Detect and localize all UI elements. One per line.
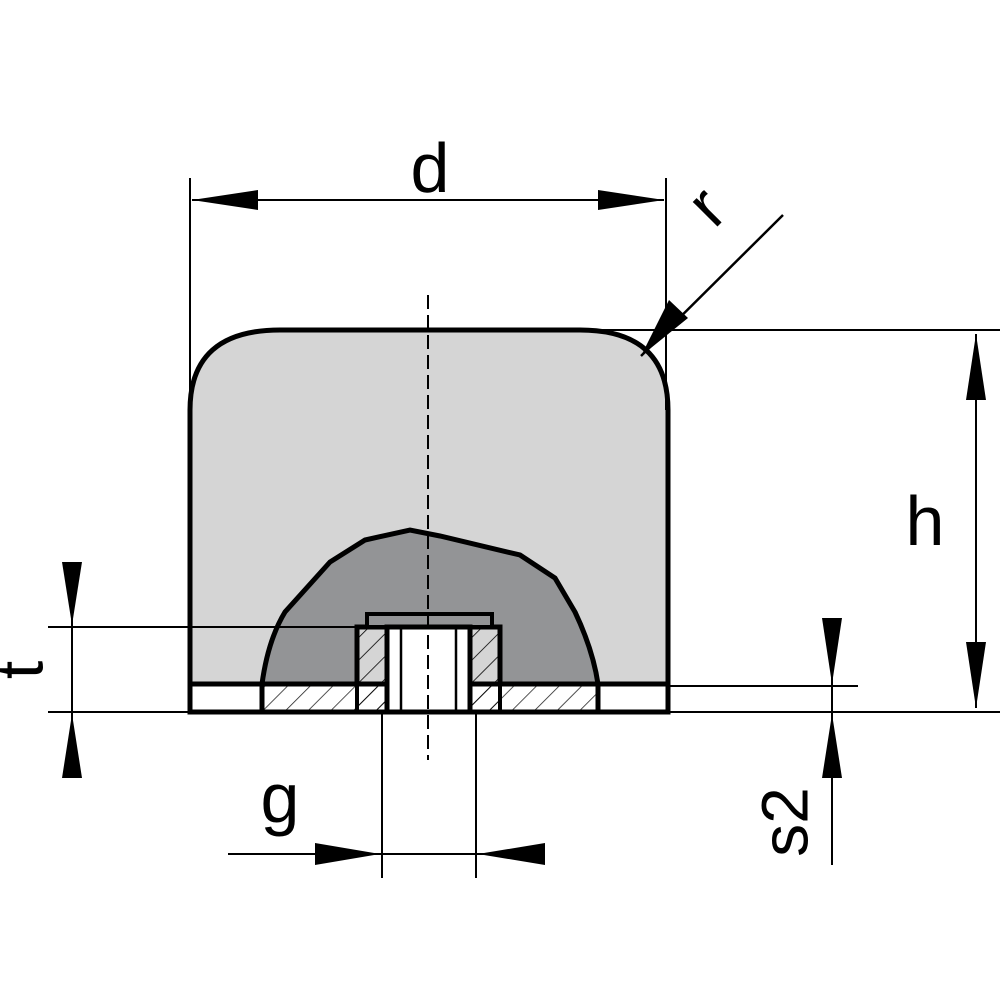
label-g: g [261,759,300,837]
label-t: t [0,661,56,679]
boss-right-wall [468,625,502,714]
dimension-t: t [0,562,357,778]
label-h: h [906,482,945,560]
label-s2: s2 [747,787,821,857]
dimension-h: h [580,329,1000,713]
dimension-d: d [189,129,667,410]
dimension-s2: s2 [668,618,858,865]
label-r: r [672,172,740,240]
dimension-g: g [228,712,545,878]
boss-left-wall [355,625,389,714]
label-d: d [411,129,450,207]
